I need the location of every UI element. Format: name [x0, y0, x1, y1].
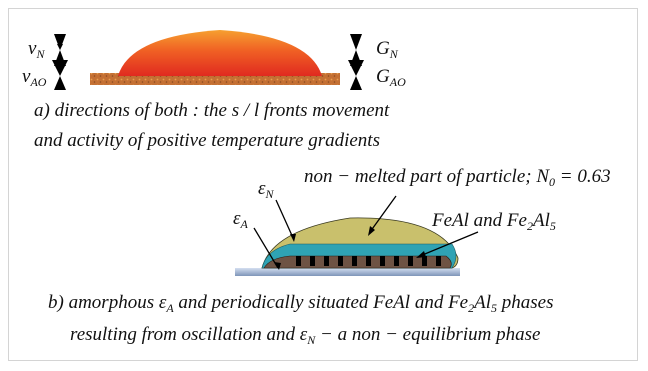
label-eps-n: εN	[258, 178, 274, 201]
melt-dome	[90, 30, 340, 85]
melt-pool	[118, 30, 322, 76]
pointer-eps-a	[253, 227, 279, 269]
pointer-eps-n	[275, 199, 295, 241]
caption-b-line2: resulting from oscillation and εN − a no…	[70, 324, 541, 347]
particle-diagram	[235, 195, 479, 276]
label-g-ao: GAO	[376, 66, 406, 89]
label-eps-a: εA	[233, 208, 248, 231]
right-arrows	[348, 34, 364, 90]
label-phases: FeAl and Fe2Al5	[432, 210, 556, 233]
caption-a-line1: a) directions of both : the s / l fronts…	[34, 100, 390, 121]
caption-a-line2: and activity of positive temperature gra…	[34, 130, 380, 151]
label-v-n: vN	[28, 38, 45, 61]
substrate-plate	[235, 268, 460, 276]
label-v-ao: vAO	[22, 66, 47, 89]
left-arrows	[52, 34, 68, 90]
label-g-n: GN	[376, 38, 398, 61]
caption-b-line1: b) amorphous εA and periodically situate…	[48, 292, 554, 315]
pointer-nonmelted	[369, 195, 397, 233]
phase-stripes	[296, 256, 441, 266]
figure-frame	[8, 8, 638, 361]
pointer-phases	[419, 231, 479, 257]
label-nonmelted: non − melted part of particle; N0 = 0.63	[304, 166, 611, 189]
